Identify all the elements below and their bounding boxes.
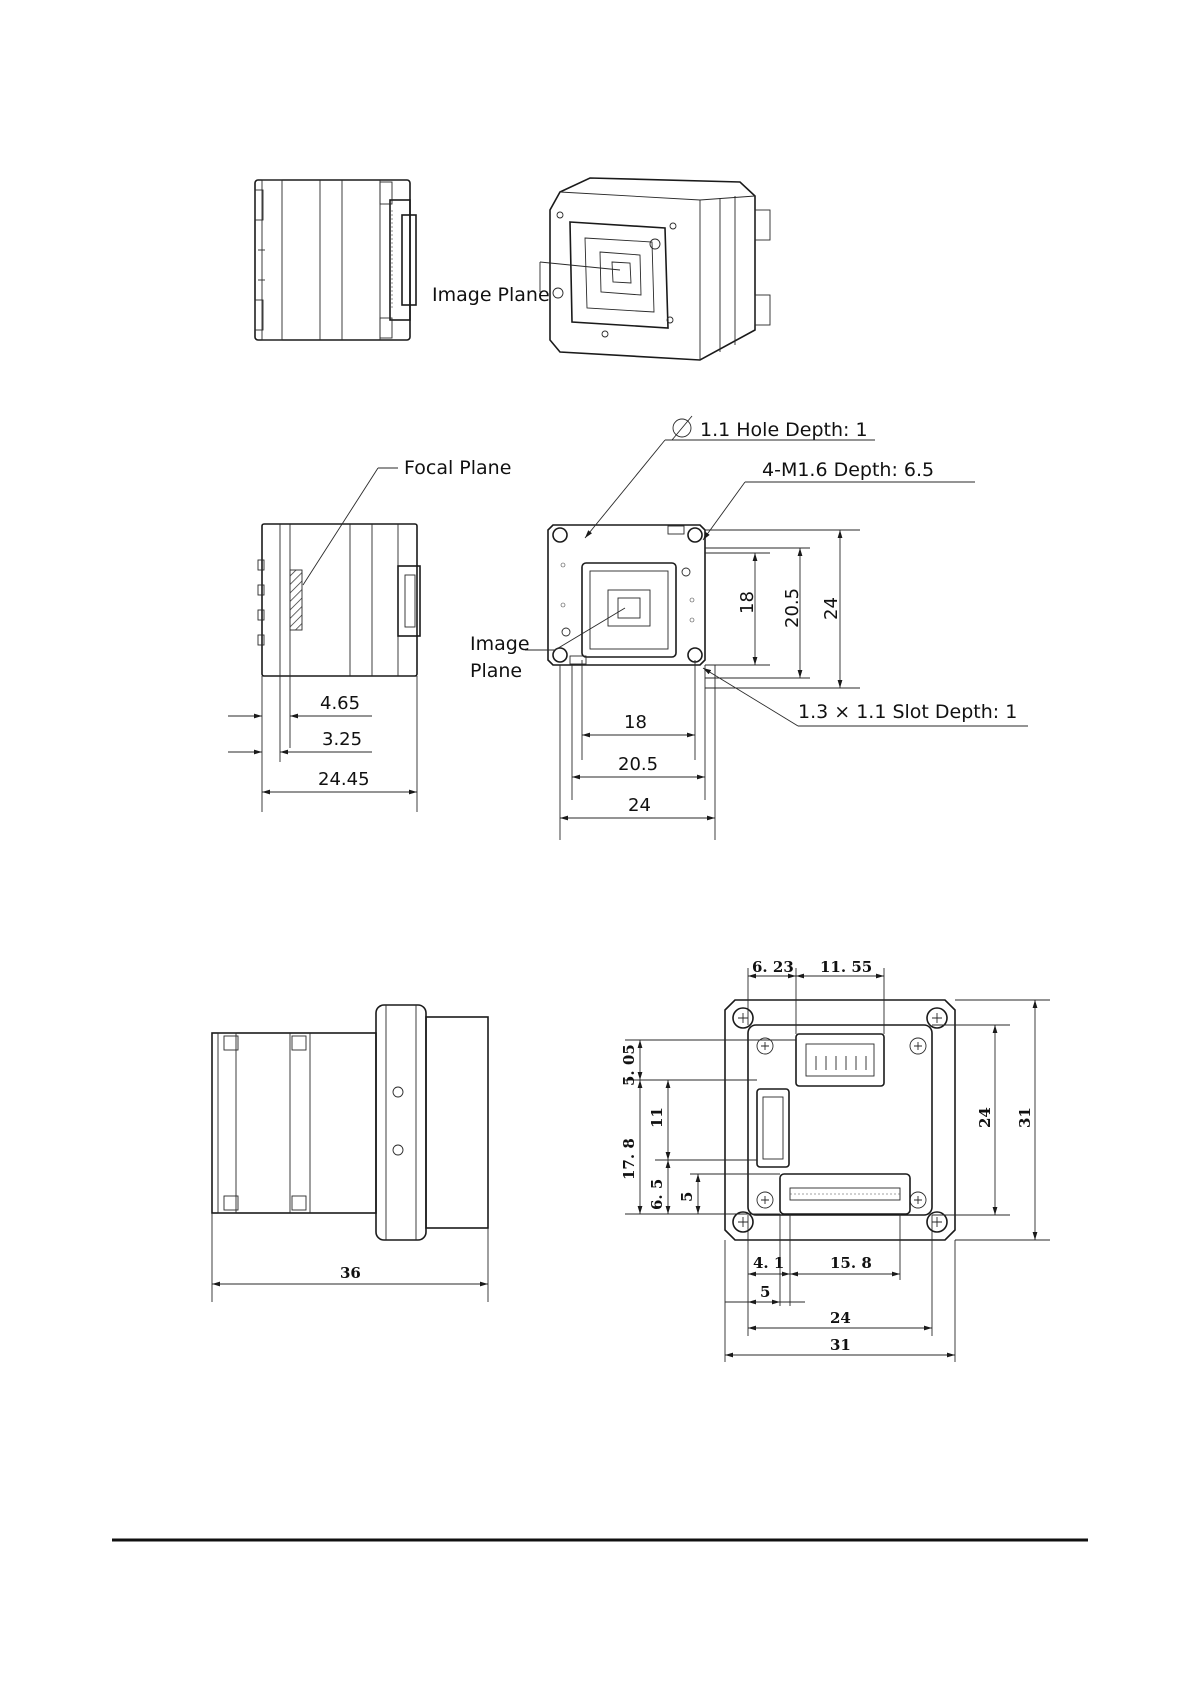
dim-v-20-5: 20.5 xyxy=(782,588,803,628)
top-side-view xyxy=(255,180,416,340)
dim-h-24: 24 xyxy=(628,795,651,816)
dim-4-1: 4. 1 xyxy=(753,1254,784,1272)
dim-15-8: 15. 8 xyxy=(830,1254,872,1272)
thread-callout-text: 4-M1.6 Depth: 6.5 xyxy=(762,459,934,481)
dim-24-bottom: 24 xyxy=(830,1309,851,1327)
thread-callout xyxy=(703,482,975,540)
dim-h-20-5: 20.5 xyxy=(618,754,658,775)
hole-callout-text: 1.1 Hole Depth: 1 xyxy=(700,419,868,441)
dim-5-05: 5. 05 xyxy=(620,1044,638,1086)
dim-v-18: 18 xyxy=(737,591,758,614)
dim-4-65: 4.65 xyxy=(320,693,360,714)
rear-top-dimensions xyxy=(748,968,884,1034)
middle-side-view xyxy=(258,468,420,676)
dim-6-5: 6. 5 xyxy=(648,1179,666,1210)
dim-17-8: 17. 8 xyxy=(620,1138,638,1180)
middle-front-view xyxy=(525,525,705,665)
bottom-side-dimension xyxy=(212,1213,488,1302)
slot-callout-text: 1.3 × 1.1 Slot Depth: 1 xyxy=(798,701,1017,723)
dim-31-right: 31 xyxy=(1016,1107,1034,1128)
front-image-plane-label-2: Plane xyxy=(470,660,522,682)
dim-24-right: 24 xyxy=(976,1107,994,1128)
dim-31-bottom: 31 xyxy=(830,1336,851,1354)
dim-11: 11 xyxy=(648,1107,666,1128)
focal-plane-label: Focal Plane xyxy=(404,457,511,479)
dim-24-45: 24.45 xyxy=(318,769,370,790)
dim-5-bottom: 5 xyxy=(760,1283,770,1301)
bottom-rear-view xyxy=(725,1000,955,1240)
dim-11-55: 11. 55 xyxy=(820,958,872,976)
dim-5-left: 5 xyxy=(678,1192,696,1202)
top-isometric-view xyxy=(540,178,770,360)
dim-v-24: 24 xyxy=(821,597,842,620)
front-image-plane-label-1: Image xyxy=(470,633,530,655)
bottom-side-view xyxy=(212,1005,488,1240)
dim-6-23: 6. 23 xyxy=(752,958,794,976)
dim-h-18: 18 xyxy=(624,712,647,733)
dim-36: 36 xyxy=(340,1264,361,1282)
top-image-plane-label: Image Plane xyxy=(432,284,550,306)
dim-3-25: 3.25 xyxy=(322,729,362,750)
